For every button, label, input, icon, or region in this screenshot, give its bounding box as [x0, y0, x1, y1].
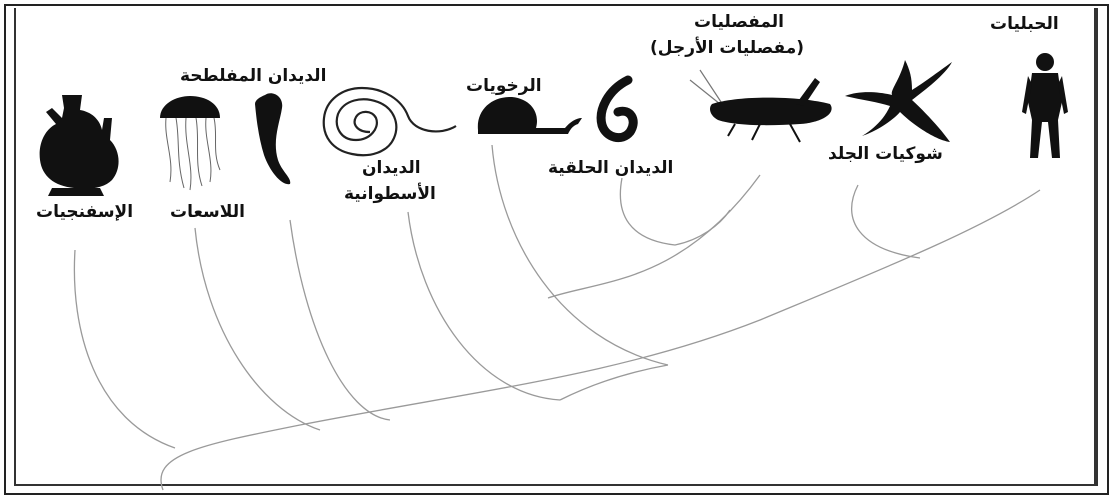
branch-echinoderms [851, 184, 921, 259]
branch-mollusks [491, 144, 669, 366]
label-echinoderms: شوكيات الجلد [828, 144, 943, 164]
label-annelids: الديدان الحلقية [548, 158, 674, 178]
branch-protostomes [559, 364, 669, 401]
label-chordates: الحبليات [990, 14, 1059, 34]
branch-sponges [73, 249, 176, 449]
diagram-inner-frame [14, 8, 1098, 486]
branch-nematodes [407, 211, 561, 401]
jellyfish-icon [160, 96, 221, 191]
segmented-worm-icon [596, 75, 638, 143]
starfish-icon [845, 60, 952, 142]
tree-trunk [160, 189, 1041, 491]
snail-icon [477, 96, 582, 134]
grasshopper-icon [689, 69, 832, 143]
roundworm-spiral-icon [322, 86, 457, 157]
diagram-frame [4, 4, 1109, 495]
human-silhouette-icon [1022, 53, 1068, 158]
label-arthropods: المفصليات [694, 12, 784, 32]
label-arthropods-sub: (مفصليات الأرجل) [650, 38, 805, 58]
label-nematodes: الديدان [362, 158, 421, 178]
branch-flatworms [289, 219, 391, 421]
label-sponges: الإسفنجيات [36, 202, 134, 222]
branch-annelids [619, 177, 731, 246]
label-flatworms: الديدان المفلطحة [180, 66, 327, 86]
label-cnidarians: اللاسعات [170, 202, 245, 222]
sponge-icon [39, 95, 119, 196]
flatworm-icon [255, 93, 291, 185]
label-mollusks: الرخويات [466, 76, 542, 96]
branch-molluscs-node [547, 174, 761, 299]
label-nematodes-sub: الأسطوانية [344, 184, 436, 204]
branch-cnidarians [194, 227, 321, 431]
